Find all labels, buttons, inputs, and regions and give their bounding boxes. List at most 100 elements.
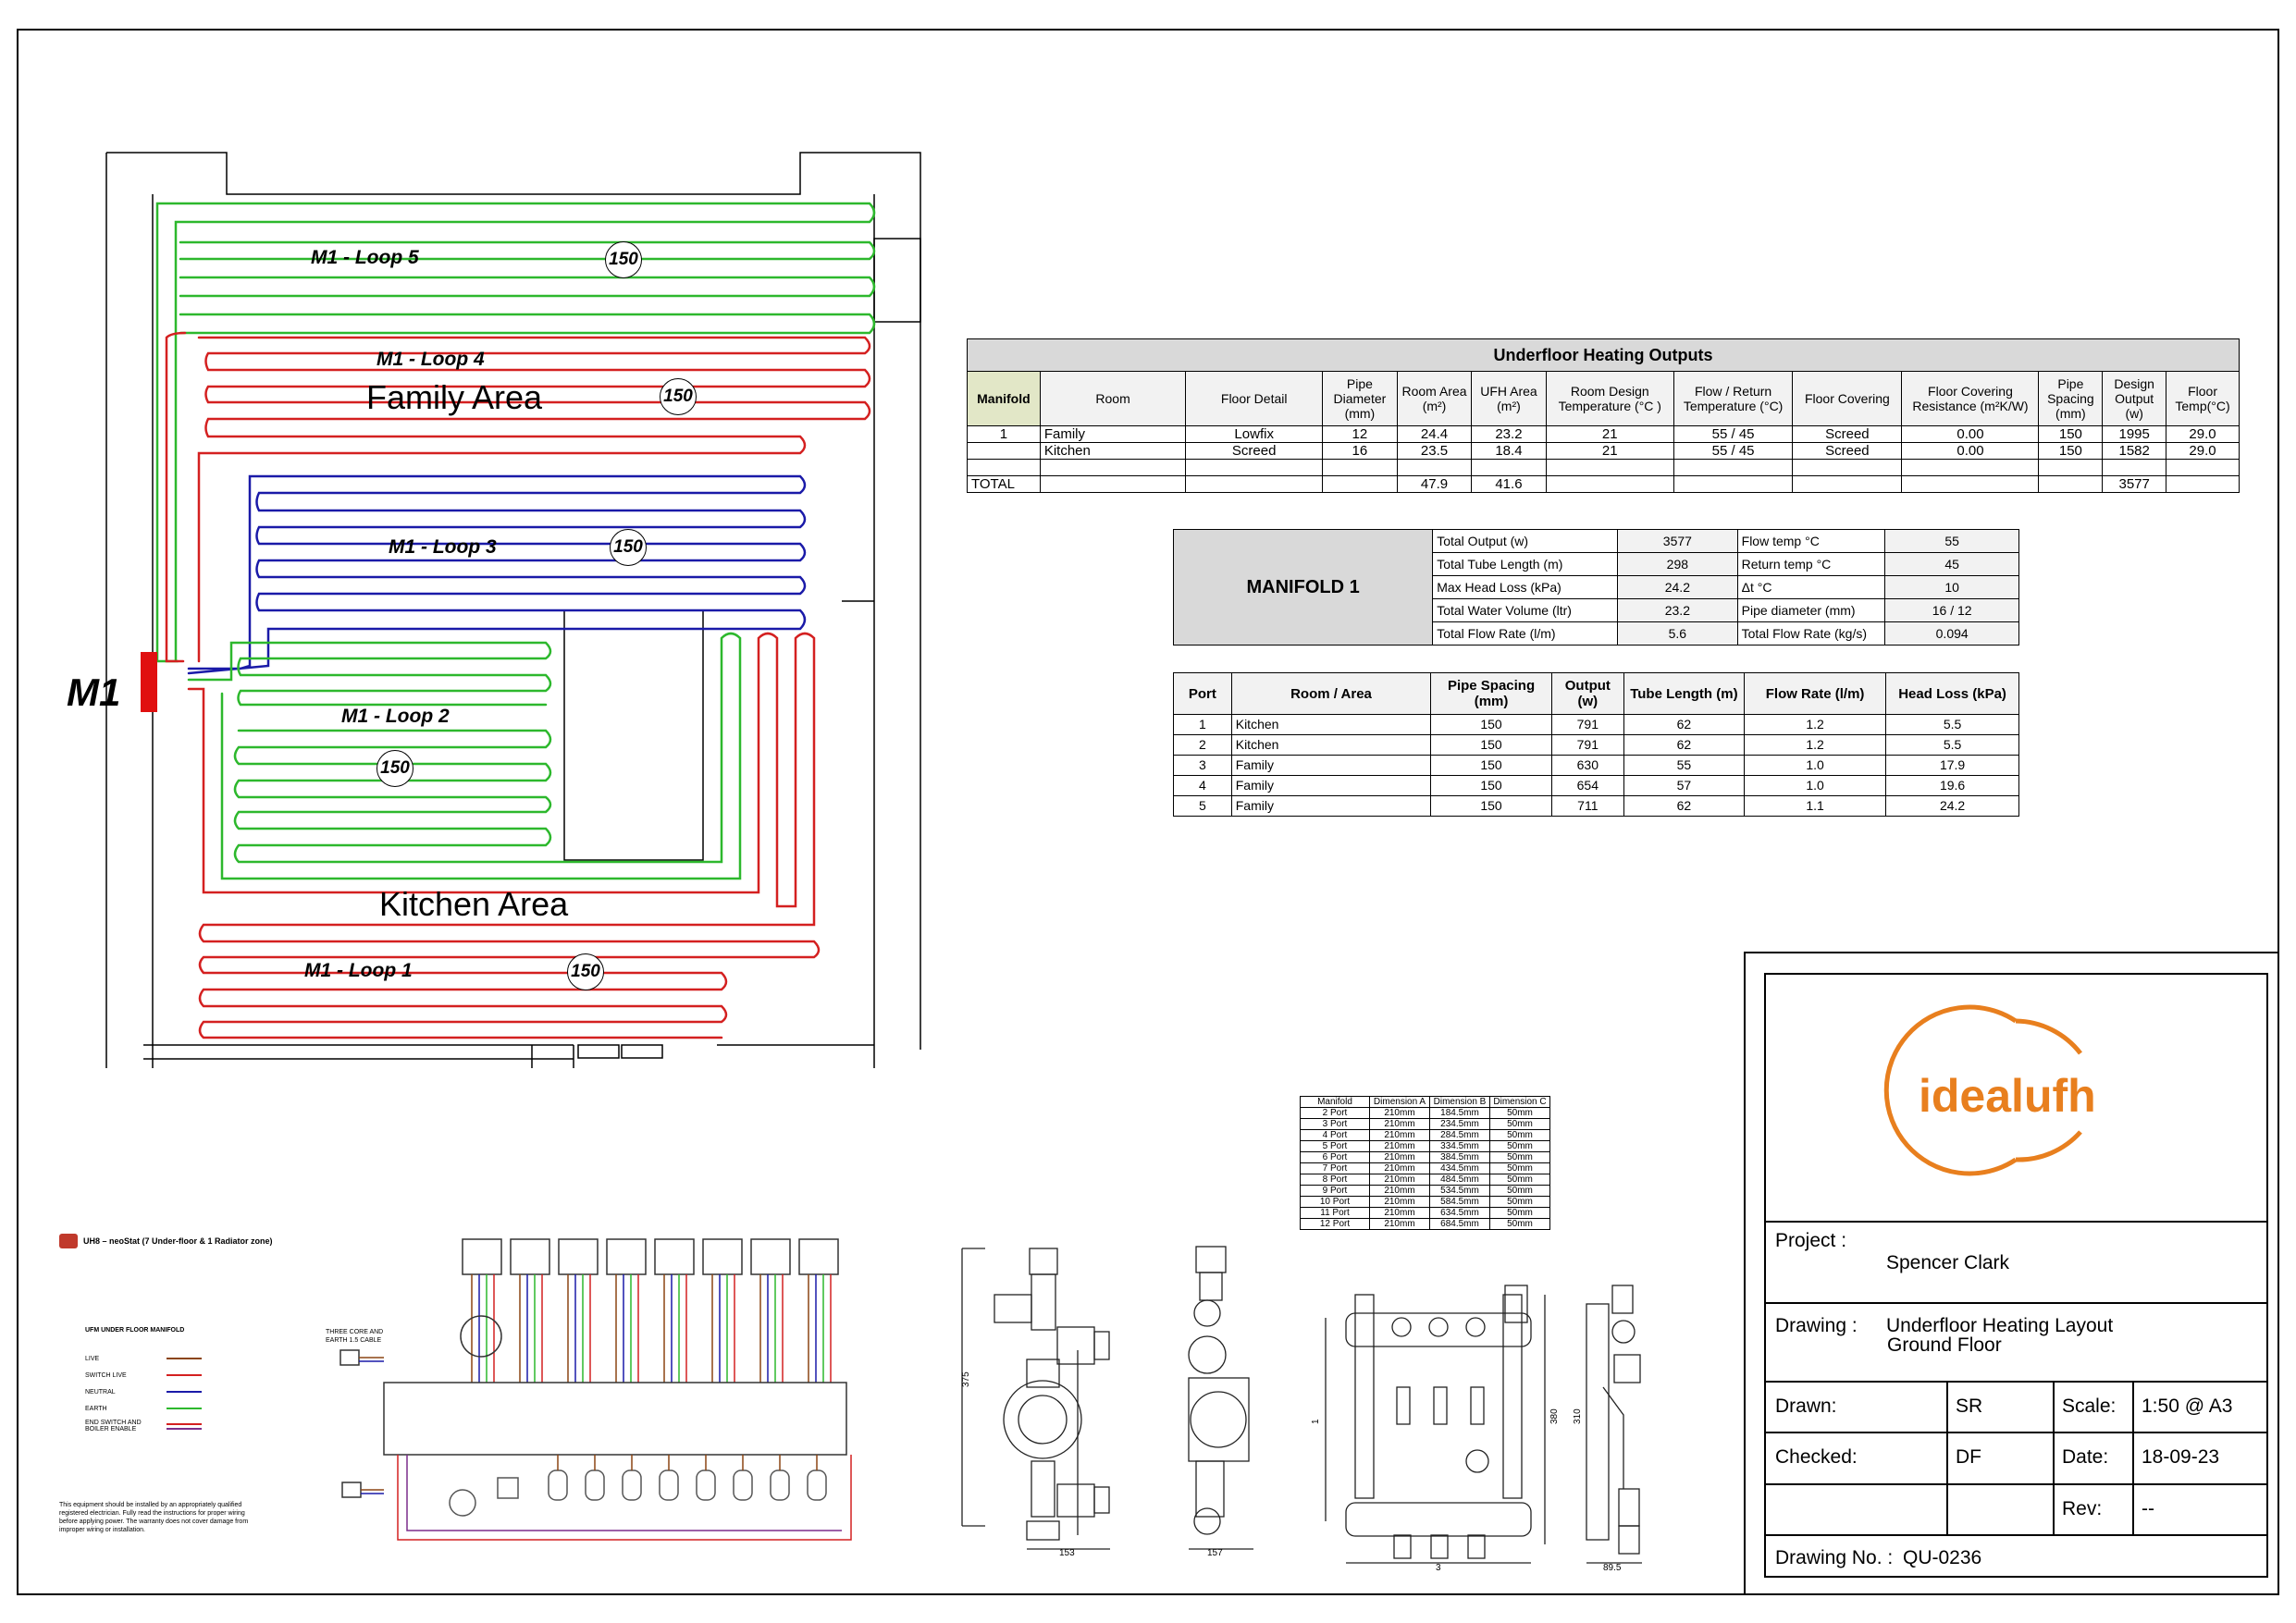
cell: 5	[1173, 795, 1232, 817]
cell: 9 Port	[1300, 1185, 1370, 1197]
outputs-header: Floor Temp(°C)	[2166, 371, 2240, 426]
legend-label: SWITCH LIVE	[85, 1371, 127, 1379]
cell	[967, 442, 1041, 460]
legend-item: NEUTRAL	[85, 1383, 215, 1400]
cell: 57	[1623, 775, 1746, 796]
drawn-value: SR	[1956, 1396, 1983, 1417]
drawing-no-row: Drawing No. : QU-0236	[1766, 1534, 2266, 1580]
cell	[1673, 459, 1794, 476]
drawing-no-value: QU-0236	[1903, 1547, 1982, 1568]
cell: 150	[1430, 734, 1552, 756]
loop-4-spacing: 150	[660, 378, 697, 415]
checked-value-cell: DF	[1946, 1433, 2053, 1483]
cell: 10 Port	[1300, 1196, 1370, 1208]
svg-text:3: 3	[1436, 1563, 1441, 1572]
cell: 210mm	[1369, 1185, 1430, 1197]
manifold-row: MANIFOLD 1 Total Output (w) 3577 Flow te…	[1172, 529, 2019, 646]
checked-label: Checked:	[1775, 1446, 1858, 1468]
manifold-m1-marker	[141, 652, 157, 712]
manifold-row: Total Water Volume (ltr) 23.2 Pipe diame…	[1174, 598, 2019, 622]
outputs-header: UFH Area (m²)	[1471, 371, 1547, 426]
title-block-inner: idealufh Project : Spencer Clark Drawing…	[1764, 973, 2268, 1578]
cell	[1396, 459, 1473, 476]
port-header: Flow Rate (l/m)	[1743, 672, 1887, 715]
legend-label: END SWITCH AND BOILER ENABLE	[85, 1420, 142, 1432]
cell	[1673, 475, 1794, 493]
cell: 50mm	[1489, 1118, 1550, 1130]
cell	[1039, 459, 1187, 476]
cell: 150	[2038, 442, 2104, 460]
outputs-header: Manifold	[967, 371, 1041, 426]
scale-label: Scale:	[2062, 1396, 2117, 1417]
cell: 50mm	[1489, 1129, 1550, 1141]
cell: 0.00	[1901, 442, 2040, 460]
cell: 5.6	[1617, 621, 1738, 646]
cell	[1792, 475, 1903, 493]
drawn-value-cell: SR	[1946, 1383, 2053, 1432]
loop-1-label: M1 - Loop 1	[304, 960, 413, 981]
drawing-no-label: Drawing No. :	[1775, 1547, 1894, 1568]
cell: 210mm	[1369, 1151, 1430, 1163]
outputs-row	[967, 459, 2240, 476]
date-label-cell: Date:	[2053, 1433, 2132, 1483]
cell	[1792, 459, 1903, 476]
cell: 234.5mm	[1429, 1118, 1490, 1130]
cell: 45	[1884, 552, 2019, 576]
cell: 1.0	[1743, 755, 1887, 776]
cell: Screed	[1185, 442, 1324, 460]
rev-value-cell: --	[2132, 1485, 2270, 1534]
outputs-header: Design Output (w)	[2102, 371, 2167, 426]
wiring-title: UH8 – neoStat (7 Under-floor & 1 Radiato…	[83, 1236, 273, 1246]
cell: 791	[1550, 714, 1624, 735]
cell: 62	[1623, 795, 1746, 817]
cell: 29.0	[2166, 442, 2240, 460]
manifold-dimension-table: Manifold Dimension A Dimension B Dimensi…	[1300, 1096, 1550, 1230]
cell: 50mm	[1489, 1185, 1550, 1197]
cell: Δt °C	[1736, 575, 1886, 599]
manifold-tag: M1	[67, 670, 121, 714]
cell: Kitchen	[1039, 442, 1187, 460]
cell: Total Flow Rate (l/m)	[1432, 621, 1619, 646]
dims-header: Dimension C	[1489, 1096, 1550, 1108]
outputs-header: Room Design Temperature (°C )	[1545, 371, 1674, 426]
cell: 2	[1173, 734, 1232, 756]
cell: 55	[1623, 755, 1746, 776]
cell: 16	[1322, 442, 1398, 460]
cell	[1322, 459, 1398, 476]
cell: Kitchen	[1230, 714, 1432, 735]
cell	[1322, 475, 1398, 493]
cell	[2038, 459, 2104, 476]
cell: 184.5mm	[1429, 1107, 1490, 1119]
cell: 62	[1623, 734, 1746, 756]
cell: 12 Port	[1300, 1218, 1370, 1230]
outputs-header: Room	[1039, 371, 1187, 426]
family-area-label: Family Area	[366, 378, 543, 416]
outputs-total-row: TOTAL 47.9 41.6 3577	[967, 475, 2240, 493]
cell: 3577	[2102, 475, 2167, 493]
outputs-header: Pipe Spacing (mm)	[2038, 371, 2104, 426]
cell: 50mm	[1489, 1218, 1550, 1230]
cell: 0.00	[1901, 425, 2040, 443]
checked-row: Checked: DF Date: 18-09-23	[1766, 1432, 2266, 1483]
idealufh-logo	[1883, 1004, 2082, 1176]
cell: 19.6	[1885, 775, 2019, 796]
cell: 50mm	[1489, 1151, 1550, 1163]
port-row: 5 Family 150 711 62 1.1 24.2	[1173, 795, 2019, 817]
cell: 55 / 45	[1673, 442, 1794, 460]
legend-swatch	[167, 1422, 202, 1430]
port-row: 1 Kitchen 150 791 62 1.2 5.5	[1173, 714, 2019, 735]
cell: 7 Port	[1300, 1162, 1370, 1174]
date-value: 18-09-23	[2142, 1446, 2220, 1468]
logo-wordmark: idealufh	[1919, 1070, 2096, 1122]
cell: 434.5mm	[1429, 1162, 1490, 1174]
cell: 55 / 45	[1673, 425, 1794, 443]
manifold-row: Total Tube Length (m) 298 Return temp °C…	[1174, 552, 2019, 576]
cell: 1	[967, 425, 1041, 443]
